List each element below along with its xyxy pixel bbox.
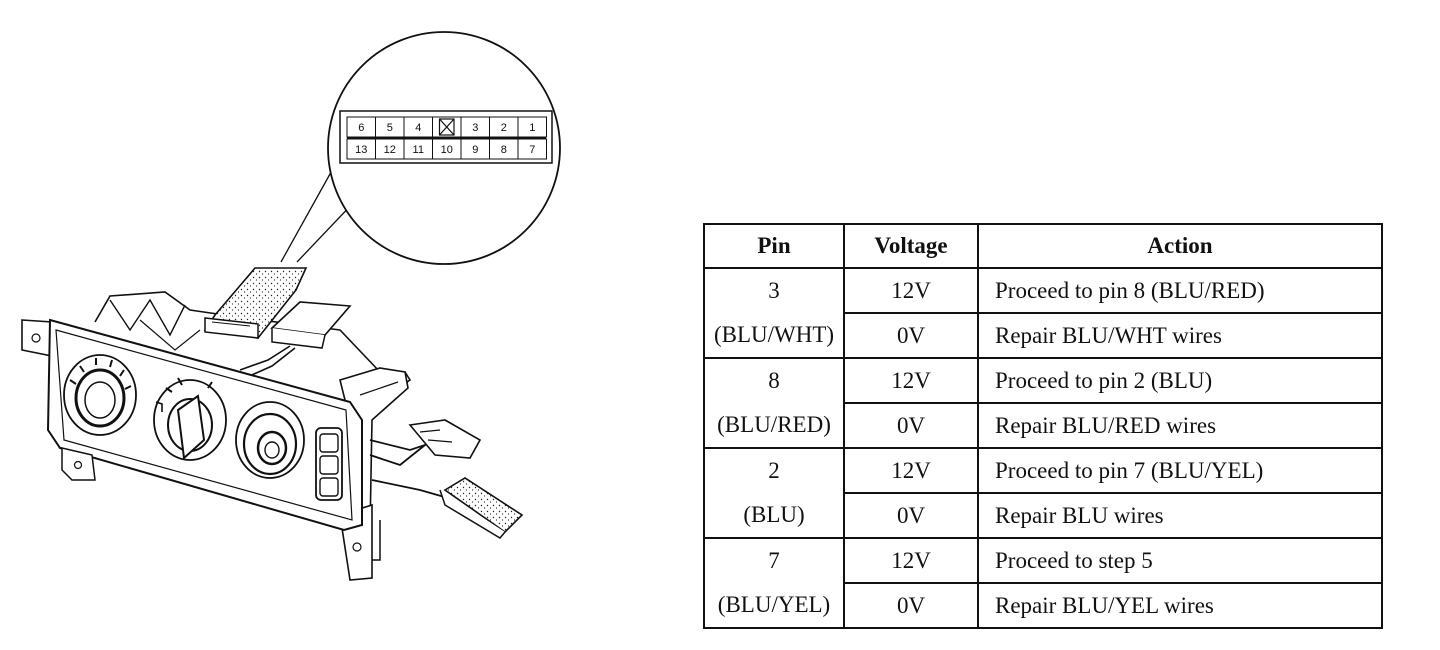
action-cell: Repair BLU/YEL wires	[977, 582, 1383, 629]
table-row: 0V Repair BLU/WHT wires	[704, 312, 1383, 359]
connector-pin-label: 10	[441, 144, 453, 156]
connector-pin-cell: 2	[489, 116, 519, 138]
action-cell: Proceed to pin 7 (BLU/YEL)	[977, 447, 1383, 494]
pin-cell: 2 (BLU)	[703, 447, 845, 539]
action-cell: Repair BLU/RED wires	[977, 402, 1383, 449]
connector-pin-label: 11	[413, 144, 424, 156]
connector-pin-cell: 5	[375, 116, 405, 138]
connector-pin-cell: 4	[403, 116, 433, 138]
connector-pin-cell: 9	[460, 138, 490, 160]
connector-face: 6 5 4 3 2 1 13 12 11 10 9 8 7	[339, 110, 553, 164]
fan-speed-knob	[235, 401, 305, 479]
voltage-cell: 12V	[843, 357, 979, 404]
control-panel-illustration: 6 5 4 3 2 1 13 12 11 10 9 8 7	[0, 0, 640, 650]
table-row: 0V Repair BLU/YEL wires	[704, 582, 1383, 629]
temperature-knob	[63, 354, 137, 436]
voltage-cell: 12V	[843, 447, 979, 494]
pin-number: 2	[768, 458, 780, 483]
mode-knob	[153, 377, 227, 461]
connector-pin-cell: 13	[346, 138, 376, 160]
connector-pin-cell: 3	[460, 116, 490, 138]
action-cell: Proceed to step 5	[977, 537, 1383, 584]
connector-pin-label: 2	[501, 122, 507, 134]
connector-pin-cell: 11	[403, 138, 433, 160]
pin-cell: 8 (BLU/RED)	[703, 357, 845, 449]
connector-pin-label: 1	[529, 122, 535, 134]
voltage-cell: 0V	[843, 492, 979, 539]
pin-number: 7	[768, 548, 780, 573]
pin-cell: 7 (BLU/YEL)	[703, 537, 845, 629]
white-plug-right	[408, 419, 482, 459]
white-plug-top	[270, 301, 352, 336]
connector-pin-label: 4	[415, 122, 421, 134]
action-cell: Proceed to pin 2 (BLU)	[977, 357, 1383, 404]
connector-pin-cell: 10	[432, 138, 462, 160]
table-row: 3 (BLU/WHT) 12V Proceed to pin 8 (BLU/RE…	[703, 267, 1383, 359]
pin-voltage-table: Pin Voltage Action 3 (BLU/WHT) 12V Proce…	[703, 223, 1383, 629]
connector-pin-label: 8	[501, 144, 507, 156]
voltage-cell: 12V	[843, 267, 979, 314]
connector-blank-cavity	[432, 116, 462, 138]
connector-pin-label: 13	[355, 144, 367, 156]
voltage-column-header: Voltage	[843, 223, 979, 269]
pin-cell: 3 (BLU/WHT)	[703, 267, 845, 359]
action-column-header: Action	[977, 223, 1383, 269]
connector-pin-label: 3	[472, 122, 478, 134]
action-cell: Proceed to pin 8 (BLU/RED)	[977, 267, 1383, 314]
connector-pin-cell: 8	[489, 138, 519, 160]
pin-wire-color: (BLU/WHT)	[713, 322, 835, 347]
connector-pin-cell: 12	[375, 138, 405, 160]
action-cell: Repair BLU wires	[977, 492, 1383, 539]
table-row: 2 (BLU) 12V Proceed to pin 7 (BLU/YEL)	[703, 447, 1383, 539]
pin-number: 8	[768, 368, 780, 393]
voltage-cell: 0V	[843, 402, 979, 449]
pin-wire-color: (BLU)	[743, 502, 805, 527]
connector-pin-cell: 1	[517, 116, 547, 138]
speckled-plug-right	[443, 477, 524, 534]
connector-pin-label: 6	[358, 122, 364, 134]
table-header-row: Pin Voltage Action	[703, 223, 1383, 269]
connector-pin-cell: 6	[346, 116, 376, 138]
voltage-cell: 0V	[843, 312, 979, 359]
connector-pin-label: 12	[384, 144, 396, 156]
table-row: 0V Repair BLU wires	[704, 492, 1383, 539]
voltage-cell: 12V	[843, 537, 979, 584]
pin-wire-color: (BLU/RED)	[717, 412, 831, 437]
table-row: 0V Repair BLU/RED wires	[704, 402, 1383, 449]
connector-pin-cell: 7	[517, 138, 547, 160]
pin-column-header: Pin	[703, 223, 845, 269]
pin-wire-color: (BLU/YEL)	[717, 592, 831, 617]
button-stack	[315, 427, 343, 501]
callout-line	[280, 164, 336, 263]
connector-pin-label: 9	[472, 144, 478, 156]
table-row: 8 (BLU/RED) 12V Proceed to pin 2 (BLU)	[703, 357, 1383, 449]
connector-pin-label: 5	[387, 122, 393, 134]
table-row: 7 (BLU/YEL) 12V Proceed to step 5	[703, 537, 1383, 629]
pin-number: 3	[768, 278, 780, 303]
action-cell: Repair BLU/WHT wires	[977, 312, 1383, 359]
connector-pin-label: 7	[529, 144, 535, 156]
voltage-cell: 0V	[843, 582, 979, 629]
